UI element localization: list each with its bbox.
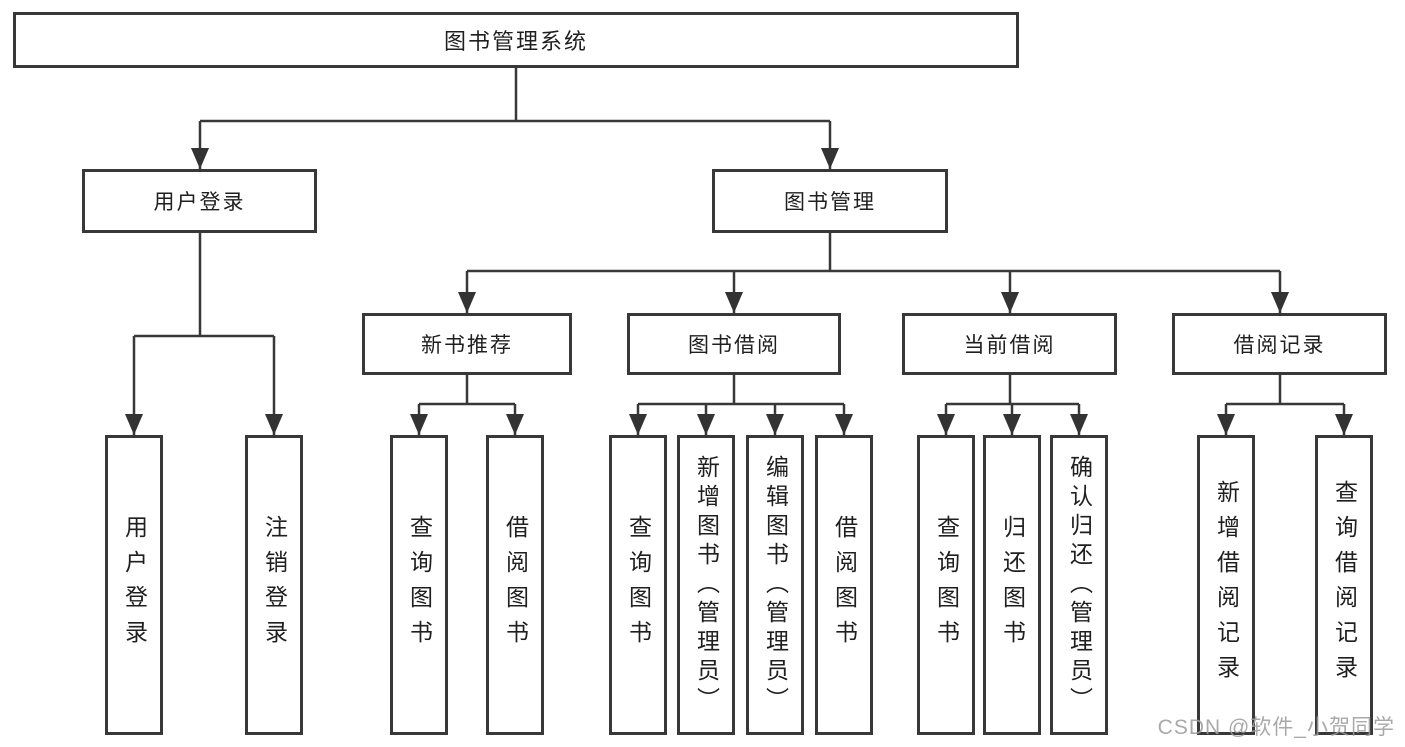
- leaf-current-query-books: 查询图书: [917, 435, 975, 735]
- leaf-borrowing-add-books-admin: 新增图书（管理员）: [677, 435, 735, 735]
- connector-root: [191, 68, 839, 169]
- node-label: 当前借阅: [963, 334, 1056, 357]
- arrowhead-icon: [1001, 292, 1019, 313]
- leaf-borrowing-borrow-books: 借阅图书: [815, 435, 873, 735]
- leaf-borrowing-query-books: 查询图书: [609, 435, 667, 735]
- node-library-management-system: 图书管理系统: [13, 12, 1019, 68]
- node-book-management: 图书管理: [712, 169, 948, 233]
- leaf-logout: 注销登录: [245, 435, 303, 735]
- connector-new-book-recommend: [410, 375, 524, 435]
- arrowhead-icon: [1271, 292, 1289, 313]
- arrowhead-icon: [821, 148, 839, 169]
- node-label: 编辑图书（管理员）: [762, 454, 789, 716]
- arrowhead-icon: [191, 148, 209, 169]
- node-label: 新书推荐: [421, 334, 513, 357]
- arrowhead-icon: [458, 292, 476, 313]
- node-label: 图书管理系统: [443, 29, 588, 54]
- node-current-borrowing: 当前借阅: [902, 313, 1117, 375]
- node-label: 查询借阅记录: [1331, 480, 1358, 690]
- leaf-records-add-borrow-record: 新增借阅记录: [1197, 435, 1255, 735]
- connector-user-login: [125, 233, 283, 435]
- leaf-newbooks-query-books: 查询图书: [390, 435, 448, 735]
- node-label: 借阅图书: [502, 515, 529, 655]
- arrowhead-icon: [506, 414, 524, 435]
- arrowhead-icon: [937, 414, 955, 435]
- node-label: 注销登录: [261, 515, 288, 655]
- connector-book-management: [458, 233, 1289, 313]
- arrowhead-icon: [265, 414, 283, 435]
- arrowhead-icon: [766, 414, 784, 435]
- leaf-current-return-books: 归还图书: [983, 435, 1041, 735]
- arrowhead-icon: [1070, 414, 1088, 435]
- node-user-login: 用户登录: [82, 169, 317, 233]
- node-label: 用户登录: [153, 191, 246, 214]
- node-label: 图书借阅: [688, 334, 780, 357]
- arrowhead-icon: [835, 414, 853, 435]
- node-label: 归还图书: [999, 515, 1026, 655]
- node-book-borrowing: 图书借阅: [627, 313, 841, 375]
- node-label: 用户登录: [121, 515, 148, 655]
- arrowhead-icon: [1217, 414, 1235, 435]
- node-label: 借阅记录: [1233, 334, 1326, 357]
- connector-book-borrowing: [629, 375, 853, 435]
- node-borrowing-records: 借阅记录: [1172, 313, 1387, 375]
- leaf-user-login: 用户登录: [105, 435, 163, 735]
- node-label: 确认归还（管理员）: [1066, 454, 1093, 716]
- node-new-book-recommendation: 新书推荐: [362, 313, 572, 375]
- node-label: 新增借阅记录: [1213, 480, 1240, 690]
- connector-current-borrowing: [937, 375, 1088, 435]
- leaf-borrowing-edit-books-admin: 编辑图书（管理员）: [746, 435, 804, 735]
- leaf-newbooks-borrow-books: 借阅图书: [486, 435, 544, 735]
- csdn-watermark: CSDN @软件_小贺同学: [1157, 716, 1395, 739]
- arrowhead-icon: [629, 414, 647, 435]
- arrowhead-icon: [725, 292, 743, 313]
- node-label: 查询图书: [933, 515, 960, 655]
- node-label: 图书管理: [784, 191, 876, 214]
- arrowhead-icon: [697, 414, 715, 435]
- connector-borrowing-records: [1217, 375, 1353, 435]
- node-label: 查询图书: [406, 515, 433, 655]
- node-label: 查询图书: [625, 515, 652, 655]
- leaf-current-confirm-return-admin: 确认归还（管理员）: [1050, 435, 1108, 735]
- node-label: 新增图书（管理员）: [693, 454, 720, 716]
- arrowhead-icon: [1003, 414, 1021, 435]
- arrowhead-icon: [410, 414, 428, 435]
- arrowhead-icon: [125, 414, 143, 435]
- arrowhead-icon: [1335, 414, 1353, 435]
- leaf-records-query-borrow-record: 查询借阅记录: [1315, 435, 1373, 735]
- node-label: 借阅图书: [831, 515, 858, 655]
